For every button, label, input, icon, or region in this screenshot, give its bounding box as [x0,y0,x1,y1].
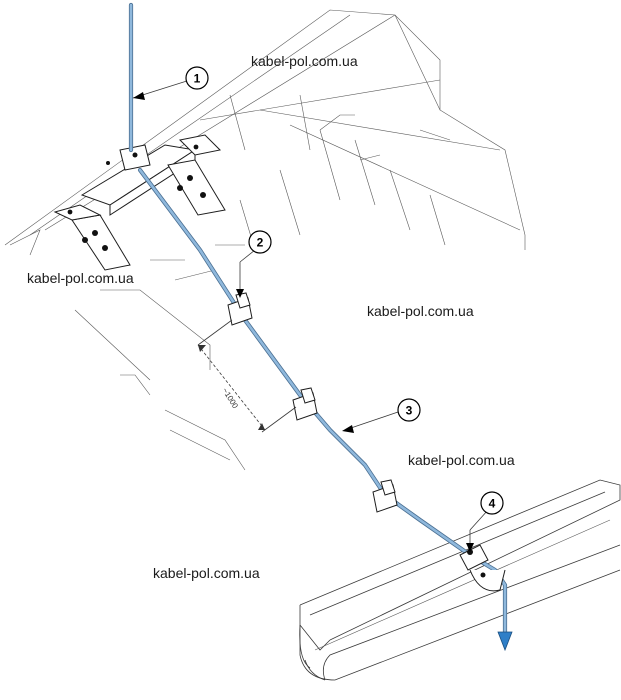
roof-cable-holders [227,292,398,513]
cable-holder [372,479,398,513]
callout-2: 2 [236,230,272,298]
watermark-text: kabel-pol.com.ua [153,565,260,581]
callout-number: 1 [194,72,201,86]
watermark-text: kabel-pol.com.ua [27,270,134,286]
mast-support-base [53,134,226,271]
cable-holder [227,292,253,326]
cable-holder [292,387,318,421]
watermark-text: kabel-pol.com.ua [408,452,515,468]
dimension-marker: ~1000 [197,319,297,433]
callout-1: 1 [132,66,209,100]
watermark-text: kabel-pol.com.ua [367,303,474,319]
gutter-clamp [459,544,506,592]
callout-4: 4 [466,491,504,552]
cable-path [128,2,508,638]
callout-number: 2 [257,236,264,250]
down-arrow-icon [497,631,513,652]
gutter [299,479,621,681]
dimension-label: ~1000 [220,386,240,410]
callout-3: 3 [342,398,421,433]
watermark-text: kabel-pol.com.ua [251,53,358,69]
callout-number: 4 [489,497,496,511]
callout-number: 3 [406,404,413,418]
